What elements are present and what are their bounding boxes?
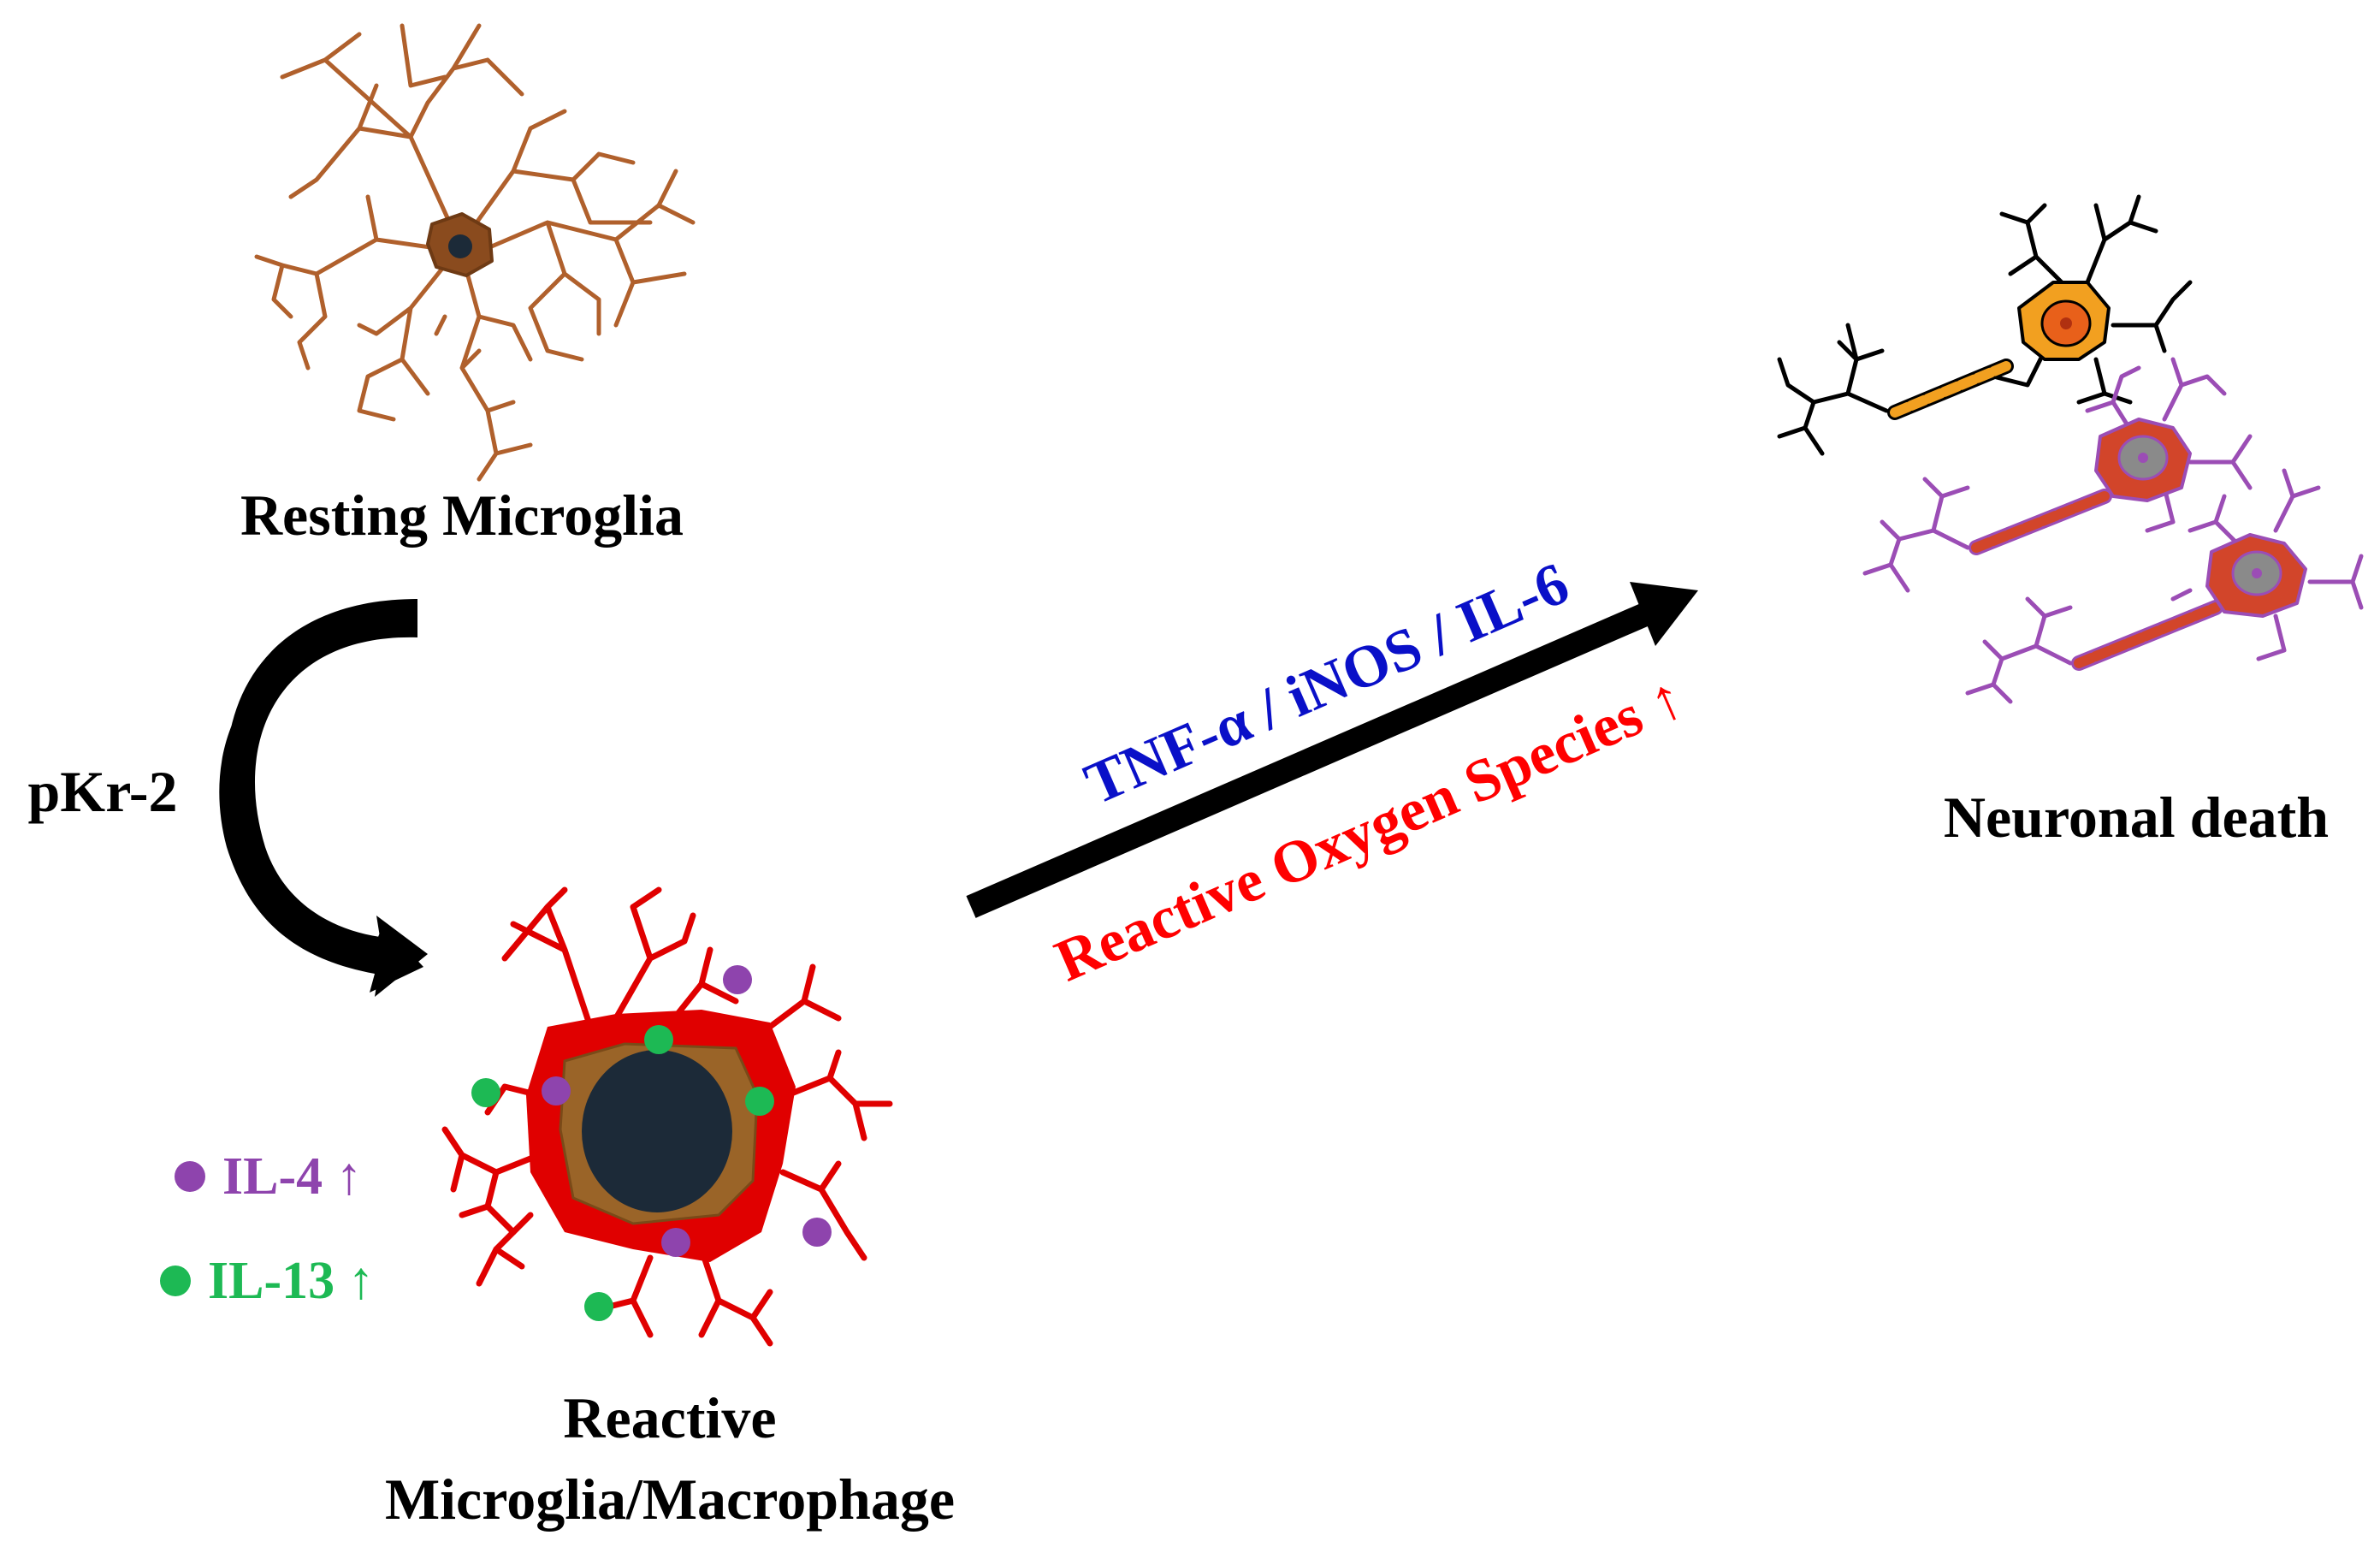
damaged-neuron [1965,468,2364,704]
reactive-microglia-icon [441,886,893,1347]
stimulus-label: pKr-2 [27,759,177,824]
il13-dot [584,1292,613,1321]
resting-microglia-icon [254,23,696,482]
il13-label: IL-13 ↑ [208,1252,375,1310]
neuron-icon [1777,194,2364,704]
healthy-neuron [1777,194,2193,456]
il4-legend-dot [175,1161,205,1192]
il13-legend-dot [160,1266,191,1296]
il4-label: IL-4 ↑ [222,1147,363,1206]
il13-dot [745,1087,774,1116]
resting-microglia-label: Resting Microglia [240,483,684,548]
cytokine-dots [471,965,832,1321]
damaged-neuron [1862,357,2253,593]
il4-dot [542,1076,571,1105]
reactive-microglia-label-line1: Reactive [563,1385,776,1450]
cytokine-legend: IL-4 ↑ IL-13 ↑ [160,1147,375,1310]
straight-arrow-icon [966,582,1698,918]
il13-dot [644,1025,673,1054]
reactive-microglia-label-line2: Microglia/Macrophage [385,1467,955,1532]
neuronal-death-label: Neuronal death [1944,785,2329,850]
il4-dot [661,1228,690,1257]
il4-dot [723,965,752,994]
curved-arrow-icon [219,599,428,997]
il4-dot [802,1218,832,1247]
il13-dot [471,1078,500,1107]
